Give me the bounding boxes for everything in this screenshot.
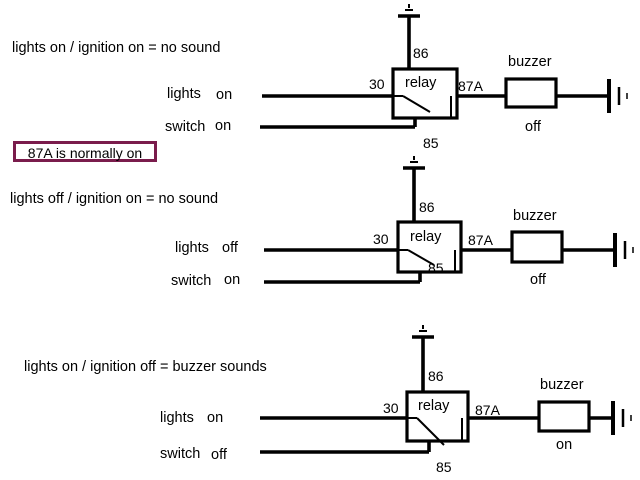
note-text: 87A is normally on	[27, 145, 143, 161]
lights-state: on	[216, 87, 232, 103]
pin-85-label: 85	[423, 135, 439, 151]
relay-label: relay	[410, 229, 442, 245]
buzzer-box	[504, 77, 558, 109]
relay-label: relay	[418, 398, 450, 414]
pin-85-label: 85	[436, 459, 452, 475]
diagram-panel-2: lights off / ignition on = no sound light…	[10, 156, 634, 289]
switch-state: on	[215, 118, 231, 134]
switch-label: switch	[171, 273, 211, 289]
relay-armature	[416, 417, 445, 446]
panel-title: lights on / ignition on = no sound	[12, 40, 220, 56]
switch-label: switch	[160, 446, 200, 462]
relay-box	[405, 390, 470, 443]
buzzer-box	[537, 400, 591, 433]
buzzer-box	[510, 230, 564, 264]
lights-label: lights	[175, 240, 209, 256]
pin-30-label: 30	[369, 76, 385, 92]
lights-state: on	[207, 410, 223, 426]
relay-armature	[402, 95, 431, 113]
diagram-panel-3: lights on / ignition off = buzzer sounds…	[24, 325, 632, 475]
pin-87a-label: 87A	[458, 78, 484, 94]
relay-label: relay	[405, 75, 437, 91]
pin-86-label: 86	[419, 199, 435, 215]
pin-87a-label: 87A	[475, 402, 501, 418]
pin-86-label: 86	[428, 368, 444, 384]
switch-label: switch	[165, 119, 205, 135]
switch-state: on	[224, 272, 240, 288]
buzzer-state: off	[530, 272, 547, 288]
pin-87a-label: 87A	[468, 232, 494, 248]
lights-state: off	[222, 240, 239, 256]
panel-title: lights off / ignition on = no sound	[10, 191, 218, 207]
pin-30-label: 30	[373, 231, 389, 247]
lights-label: lights	[167, 86, 201, 102]
buzzer-label: buzzer	[540, 377, 584, 393]
buzzer-state: on	[556, 437, 572, 453]
buzzer-label: buzzer	[513, 208, 557, 224]
pin-30-label: 30	[383, 400, 399, 416]
relay-armature	[407, 249, 435, 266]
note-box: 87A is normally on	[13, 141, 157, 162]
pin-86-label: 86	[413, 45, 429, 61]
relay-box	[396, 220, 463, 274]
pin-85-label: 85	[428, 260, 444, 276]
buzzer-state: off	[525, 119, 542, 135]
lights-label: lights	[160, 410, 194, 426]
switch-state: off	[211, 447, 228, 463]
panel-title: lights on / ignition off = buzzer sounds	[24, 359, 267, 375]
diagram-panel-1: lights on / ignition on = no sound lights…	[12, 4, 628, 151]
buzzer-label: buzzer	[508, 54, 552, 70]
